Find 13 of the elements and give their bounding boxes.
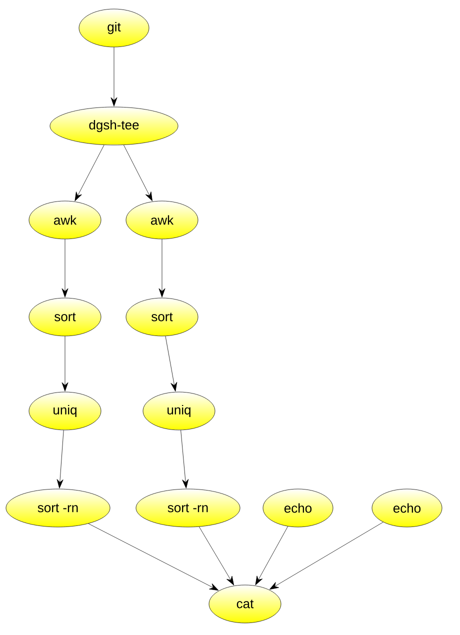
arrow: [269, 522, 384, 590]
arrow: [110, 47, 118, 106]
arrow: [165, 336, 178, 392]
arrow: [88, 523, 219, 591]
arrow: [74, 144, 104, 202]
arrow: [56, 430, 64, 488]
arrow: [124, 144, 152, 202]
arrow: [180, 430, 189, 488]
arrow: [198, 526, 234, 586]
arrow: [158, 239, 166, 298]
arrow: [62, 239, 68, 298]
arrow: [62, 336, 68, 392]
arrow: [255, 526, 288, 586]
